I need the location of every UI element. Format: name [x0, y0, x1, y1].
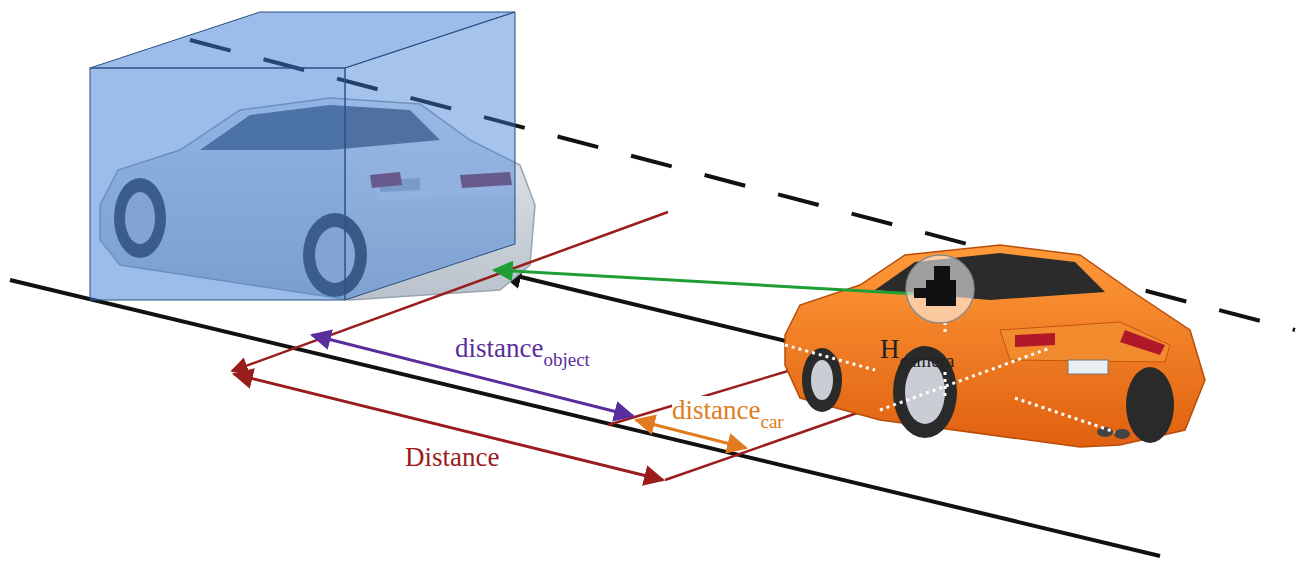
reference-lines	[785, 322, 1115, 432]
dimension-label: distance	[455, 334, 543, 363]
dimension-subscript: car	[760, 412, 783, 431]
sight-line	[494, 270, 935, 295]
ego-car	[785, 245, 1205, 447]
dimension-label: distance	[672, 396, 760, 425]
camera-icon	[906, 255, 974, 323]
dimension-subscript: object	[543, 350, 589, 369]
camera-height-label: H	[880, 336, 900, 363]
distance-lines	[232, 212, 880, 480]
bounding-box	[90, 12, 515, 300]
dimension-label: Distance	[405, 443, 499, 472]
camera-height-subscript: camera	[900, 351, 955, 370]
road-lines	[10, 40, 1295, 556]
